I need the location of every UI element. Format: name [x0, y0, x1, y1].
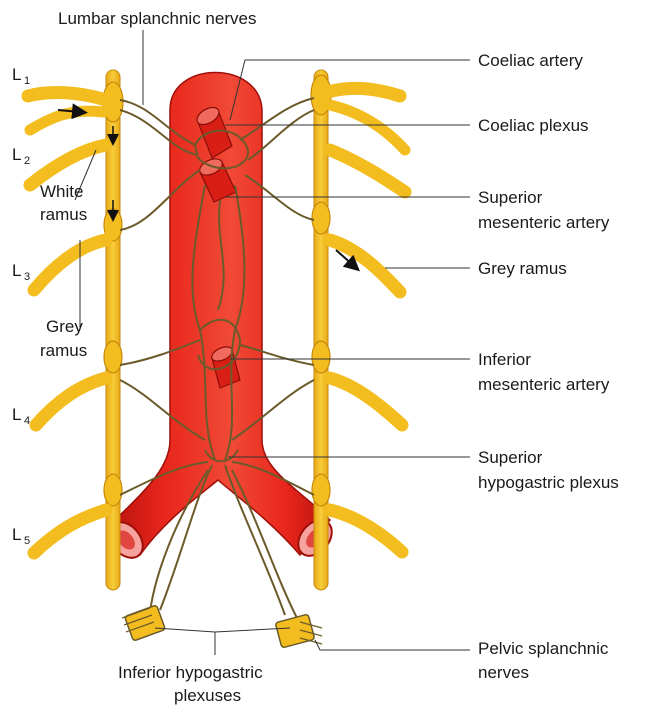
label-superior-mesenteric-line1: Superior	[478, 188, 543, 207]
label-lumbar-splanchnic-nerves: Lumbar splanchnic nerves	[58, 9, 256, 28]
right-spinal-nerves	[328, 89, 405, 552]
svg-text:3: 3	[24, 271, 30, 283]
segment-label-l1: L 1	[12, 65, 30, 87]
label-coeliac-plexus: Coeliac plexus	[478, 116, 589, 135]
label-superior-mesenteric-line2: mesenteric artery	[478, 213, 610, 232]
svg-text:L: L	[12, 261, 21, 280]
label-inferior-hypogastric-line1: Inferior hypogastric	[118, 663, 263, 682]
svg-text:L: L	[12, 65, 21, 84]
svg-text:L: L	[12, 525, 21, 544]
inferior-hypogastric-plexus-left	[122, 605, 165, 641]
label-coeliac-artery: Coeliac artery	[478, 51, 583, 70]
label-pelvic-splanchnic-line2: nerves	[478, 663, 529, 682]
label-white-ramus-line2: ramus	[40, 205, 87, 224]
label-grey-ramus-left-line1: Grey	[46, 317, 83, 336]
segment-label-l5: L 5	[12, 525, 30, 547]
segment-label-l4: L 4	[12, 405, 30, 427]
label-superior-hypogastric-line2: hypogastric plexus	[478, 473, 619, 492]
inferior-hypogastric-plexus-right	[275, 614, 322, 648]
svg-text:2: 2	[24, 155, 30, 167]
svg-text:4: 4	[24, 415, 30, 427]
svg-text:L: L	[12, 145, 21, 164]
label-superior-hypogastric-line1: Superior	[478, 448, 543, 467]
segment-label-l2: L 2	[12, 145, 30, 167]
segment-label-l3: L 3	[12, 261, 30, 283]
label-grey-ramus-right: Grey ramus	[478, 259, 567, 278]
label-inferior-mesenteric-line2: mesenteric artery	[478, 375, 610, 394]
label-grey-ramus-left-line2: ramus	[40, 341, 87, 360]
label-white-ramus-line1: White	[40, 182, 83, 201]
svg-text:1: 1	[24, 75, 30, 87]
label-inferior-mesenteric-line1: Inferior	[478, 350, 531, 369]
label-inferior-hypogastric-line2: plexuses	[174, 686, 241, 705]
svg-text:L: L	[12, 405, 21, 424]
svg-text:5: 5	[24, 535, 30, 547]
label-pelvic-splanchnic-line1: Pelvic splanchnic	[478, 639, 609, 658]
